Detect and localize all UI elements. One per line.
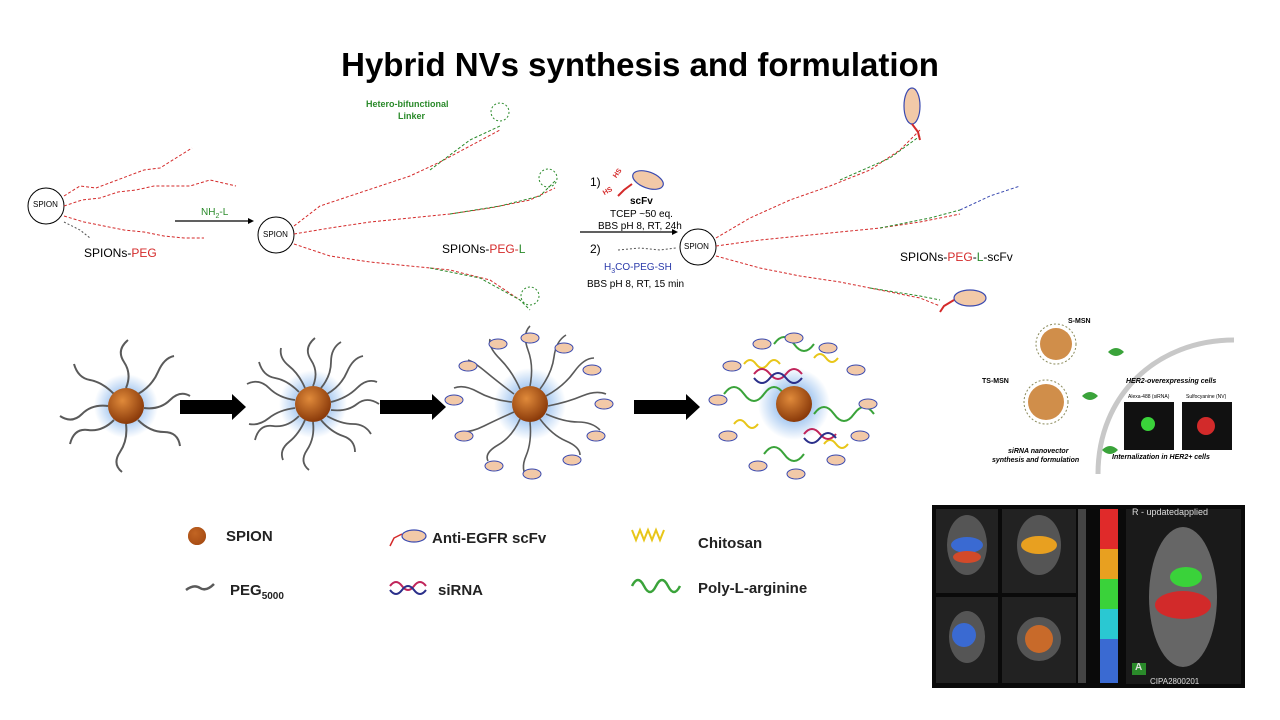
peg-sh-label: H3CO-PEG-SH bbox=[604, 262, 672, 275]
product-3-dash: - bbox=[972, 250, 977, 264]
linker-label: Hetero-bifunctional bbox=[366, 99, 449, 109]
product-3-prefix: SPIONs- bbox=[900, 250, 948, 264]
reagent-sub: 2 bbox=[215, 213, 220, 220]
condition-2: BBS pH 8, RT, 15 min bbox=[587, 279, 685, 290]
legend-spion-label: SPION bbox=[226, 528, 273, 545]
legend-chitosan-icon bbox=[631, 527, 665, 543]
stage-arrow-1 bbox=[180, 394, 246, 420]
scfv-label: scFv bbox=[630, 196, 653, 207]
legend-scfv-label: Anti-EGFR scFv bbox=[432, 530, 547, 547]
nanoparticle-stage-1 bbox=[59, 339, 191, 473]
peg-sh-sub: 3 bbox=[611, 268, 616, 275]
condition-1: BBS pH 8, RT, 24h bbox=[598, 221, 682, 232]
legend-peg-sub: 5000 bbox=[261, 591, 284, 602]
legend-polyarg-icon bbox=[630, 578, 682, 594]
product-1-prefix: SPIONs- bbox=[84, 246, 132, 260]
imaging-inset: R - updatedapplied CIPA2800201 A bbox=[932, 505, 1245, 688]
scfv-reagent-icon bbox=[617, 170, 664, 197]
nanoparticle-stage-2 bbox=[246, 337, 380, 471]
legend-polyarg-label: Poly-L-arginine bbox=[698, 580, 808, 597]
product-spions-peg: SPIONs-PEG bbox=[84, 246, 157, 260]
spion-peg-molecule bbox=[27, 147, 237, 239]
legend-icons bbox=[185, 527, 682, 595]
caption-1a: siRNA nanovector bbox=[1008, 448, 1069, 455]
her2-label: HER2-overexpressing cells bbox=[1126, 378, 1217, 385]
legend-sirna-icon bbox=[389, 581, 427, 595]
spion-peg-l-molecule bbox=[257, 102, 558, 311]
product-3-peg: PEG bbox=[947, 250, 973, 264]
legend-peg-label: PEG5000 bbox=[230, 582, 284, 602]
peg-sh-h: H bbox=[604, 262, 612, 273]
spion-label-3: SPION bbox=[684, 242, 709, 251]
internalization-inset: S-MSN TS-MSN HER2-overexpressing cells A… bbox=[978, 314, 1234, 474]
stage-arrow-2 bbox=[380, 394, 446, 420]
reagent-tail: -L bbox=[219, 207, 229, 218]
reagent-nh2-l: NH2-L bbox=[201, 207, 228, 220]
s-msn-label: S-MSN bbox=[1068, 318, 1091, 325]
product-2-peg: PEG- bbox=[489, 242, 519, 256]
peg-sh-tail: CO-PEG-SH bbox=[615, 262, 672, 273]
linker-label-line-2: Linker bbox=[398, 111, 426, 121]
legend-peg-text: PEG bbox=[230, 582, 262, 599]
page-title: Hybrid NVs synthesis and formulation bbox=[341, 46, 939, 83]
ts-msn-label: TS-MSN bbox=[982, 378, 1009, 385]
nanoparticle-stage-4 bbox=[708, 332, 878, 480]
alexa-label: Alexa-488 (siRNA) bbox=[1128, 394, 1170, 400]
linker-label-line-1: Hetero-bifunctional bbox=[366, 99, 449, 109]
product-2-l: L bbox=[518, 242, 526, 256]
spion-label-2: SPION bbox=[263, 230, 288, 239]
caption-2: Internalization in HER2+ cells bbox=[1112, 454, 1210, 461]
spion-peg-l-scfv-molecule bbox=[679, 87, 1021, 313]
legend-spion-icon bbox=[188, 527, 206, 545]
product-spions-peg-l: SPIONs-PEG-L bbox=[442, 242, 525, 256]
scan-label-top: R - updatedapplied bbox=[1132, 507, 1209, 517]
product-1-peg: PEG bbox=[131, 246, 157, 260]
scan-badge: A bbox=[1135, 662, 1143, 673]
legend-chitosan-label: Chitosan bbox=[698, 535, 763, 552]
nanoparticle-stage-3 bbox=[444, 325, 614, 480]
scan-graphic bbox=[936, 509, 1241, 684]
step-1: 1) bbox=[590, 175, 601, 189]
stage-arrow-3 bbox=[634, 394, 700, 420]
sulfo-label: Sulfocyanine (NV) bbox=[1186, 394, 1227, 400]
legend-sirna-label: siRNA bbox=[438, 582, 484, 599]
product-2-prefix: SPIONs- bbox=[442, 242, 490, 256]
inset-graphic bbox=[1023, 323, 1234, 474]
legend-peg-icon bbox=[185, 583, 215, 592]
tcep-label: TCEP ~50 eq. bbox=[610, 209, 673, 220]
scan-label-bottom: CIPA2800201 bbox=[1150, 677, 1200, 686]
peg-sh-strand bbox=[617, 247, 677, 251]
product-spions-peg-l-scfv: SPIONs-PEG-L-scFv bbox=[900, 250, 1013, 264]
legend-scfv-icon bbox=[389, 529, 427, 547]
product-3-l: L bbox=[976, 250, 984, 264]
spion-label-1: SPION bbox=[33, 200, 58, 209]
caption-1b: synthesis and formulation bbox=[992, 457, 1080, 464]
product-3-scfv: -scFv bbox=[983, 250, 1013, 264]
step-2: 2) bbox=[590, 242, 601, 256]
reagent-nh: NH bbox=[201, 207, 216, 218]
